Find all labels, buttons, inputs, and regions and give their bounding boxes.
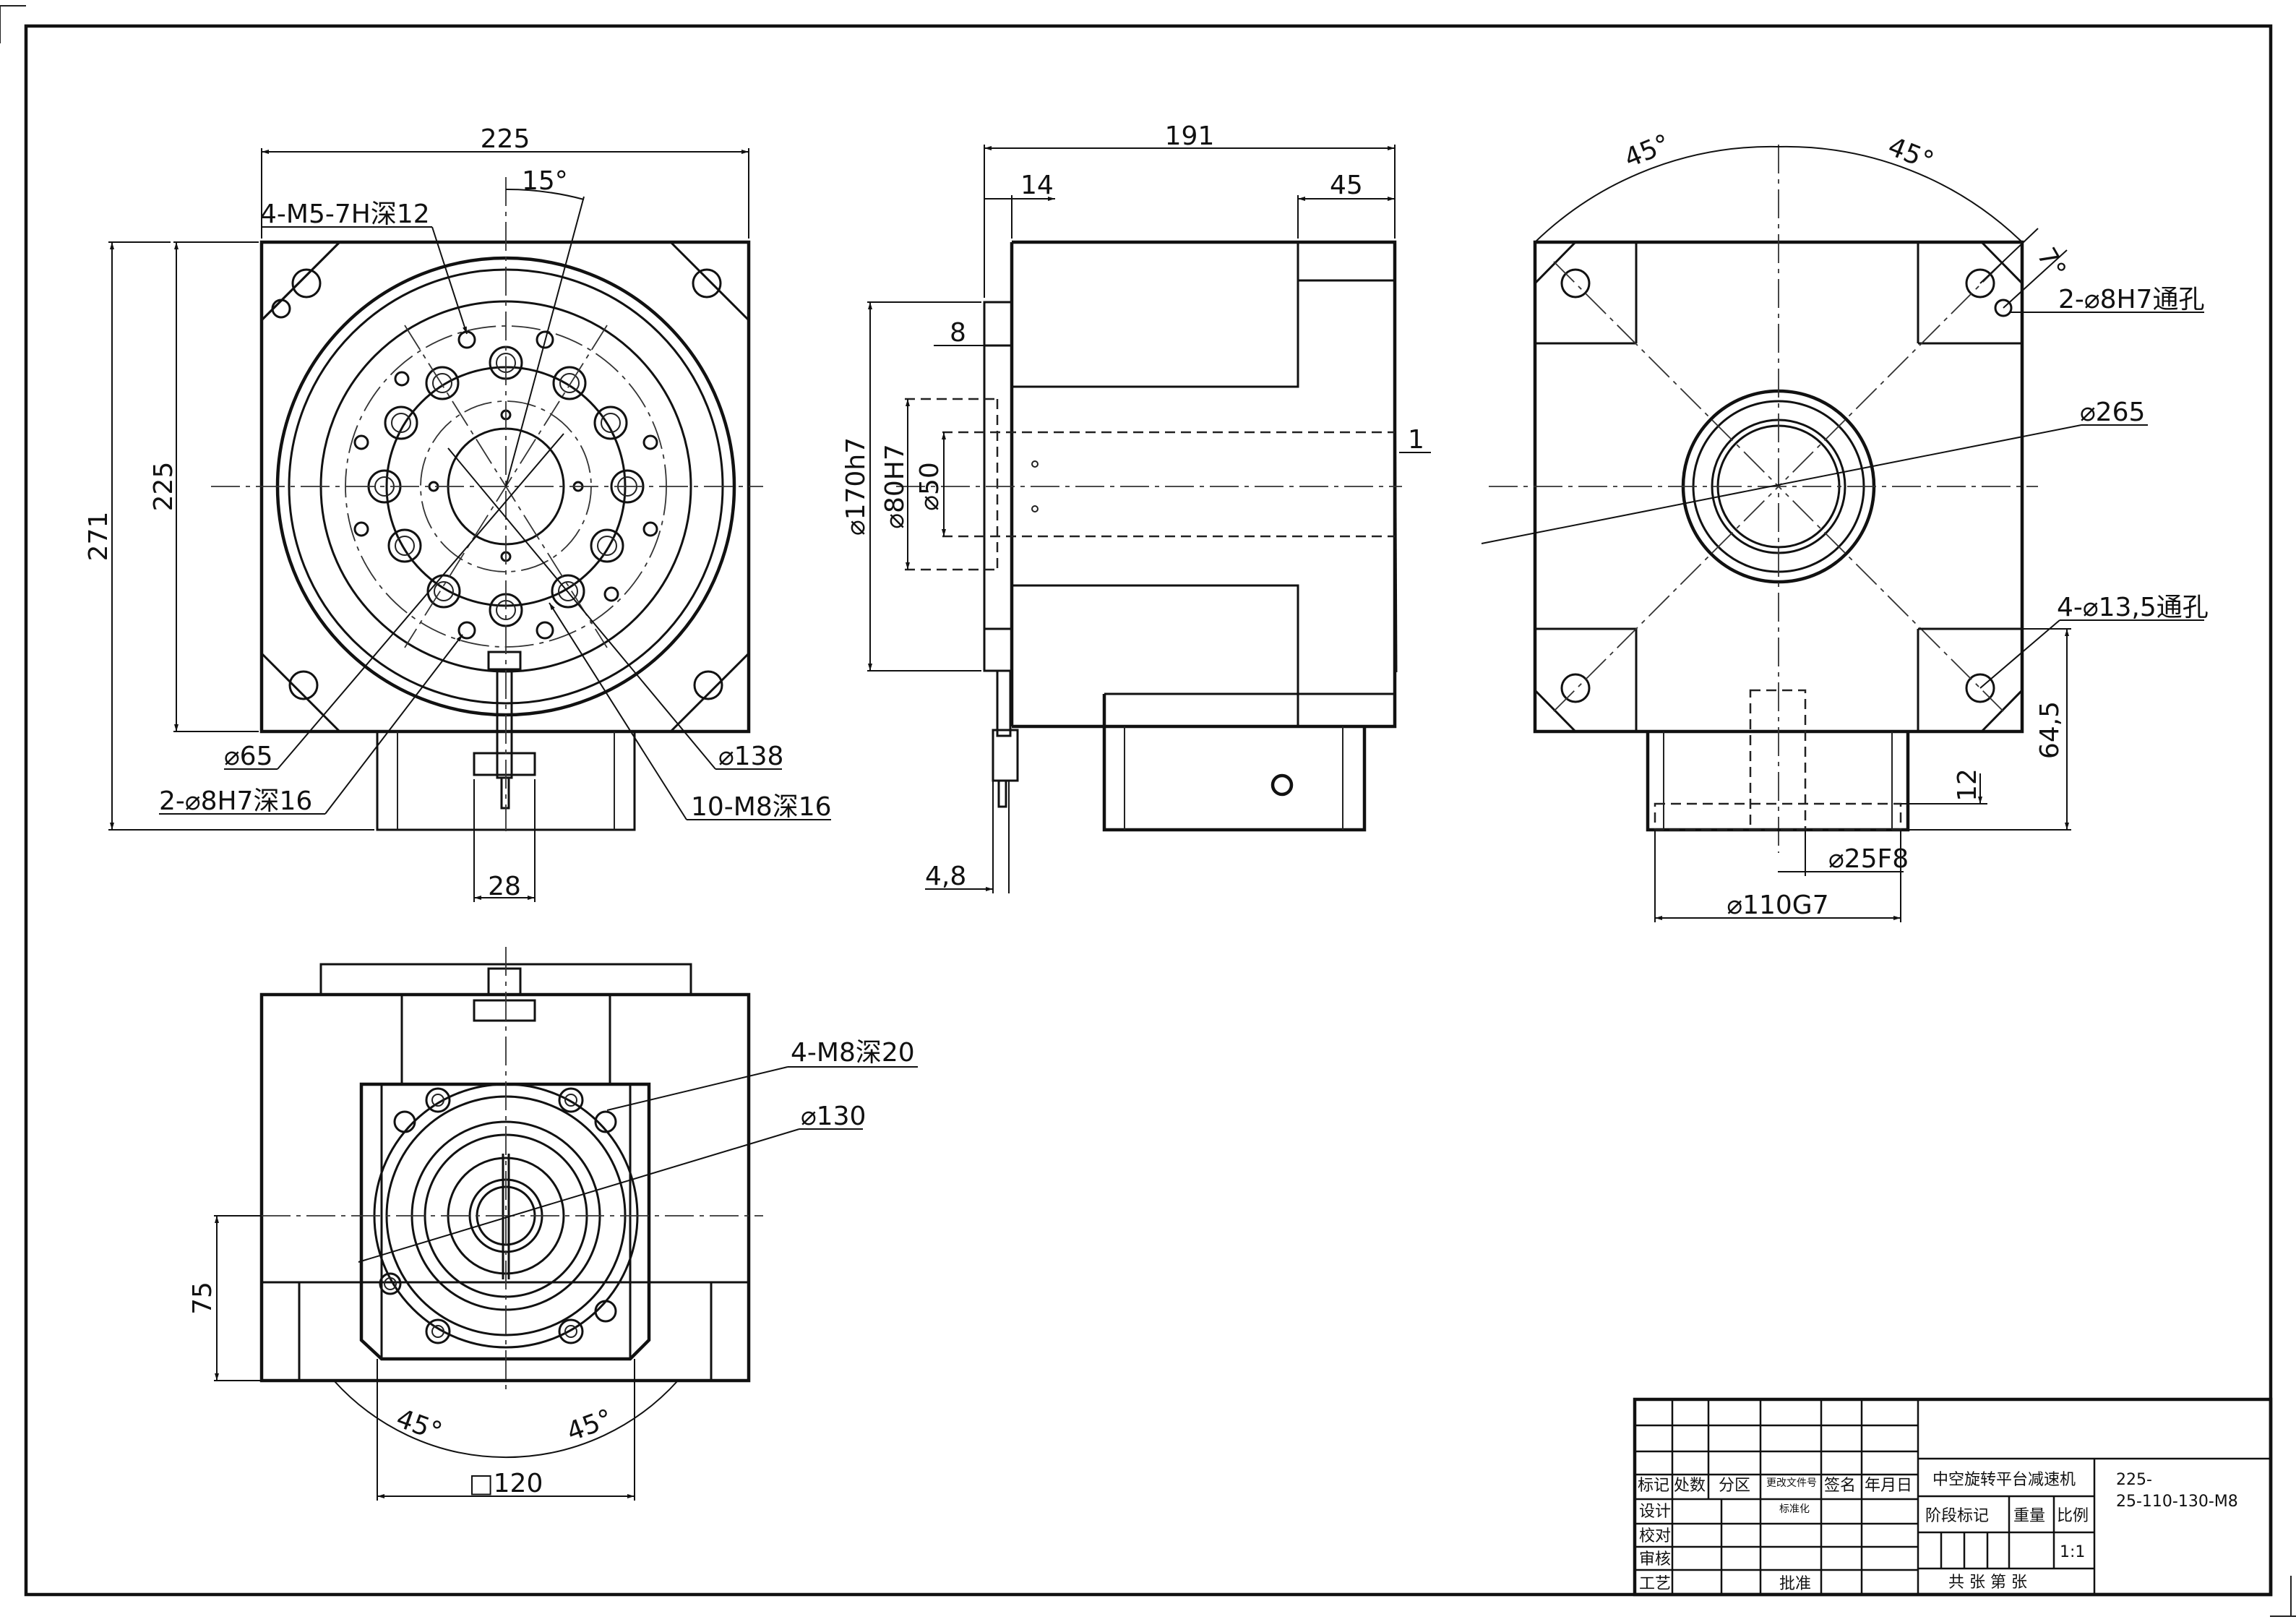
tb-h-sign: 签名 bbox=[1824, 1477, 1856, 1495]
front-dim-height-inner: 225 bbox=[149, 462, 179, 512]
side-dim-d50: ⌀50 bbox=[915, 462, 945, 510]
front-dim-height-outer: 271 bbox=[84, 512, 113, 562]
rear-callout-d265: ⌀265 bbox=[2080, 398, 2145, 427]
tb-stage: 阶段标记 bbox=[1925, 1507, 1989, 1525]
tb-h-change: 更改文件号 bbox=[1766, 1477, 1817, 1489]
tb-h-mark: 标记 bbox=[1638, 1477, 1669, 1495]
bottom-angle-left: 45° bbox=[392, 1404, 446, 1447]
front-bolt-holes bbox=[367, 346, 645, 627]
rear-callout-holes: 4-⌀13,5通孔 bbox=[2057, 593, 2209, 622]
tb-h-count: 处数 bbox=[1674, 1477, 1706, 1495]
front-callout-d65: ⌀65 bbox=[224, 742, 272, 771]
rear-dim-12: 12 bbox=[1953, 768, 1982, 802]
front-dim-width: 225 bbox=[481, 124, 530, 154]
side-dim-48: 4,8 bbox=[925, 862, 966, 891]
bottom-dim-square: □120 bbox=[469, 1469, 543, 1498]
tb-approve: 批准 bbox=[1779, 1575, 1811, 1593]
crop-marks bbox=[0, 5, 2296, 1617]
front-callout-m5: 4-M5-7H深12 bbox=[260, 199, 430, 229]
front-view: 225 15° 225 271 28 4-M5-7H深12 ⌀65 2-⌀8H7… bbox=[84, 124, 832, 902]
side-dim-1: 1 bbox=[1408, 425, 1424, 455]
front-callout-pin: 2-⌀8H7深16 bbox=[159, 786, 312, 816]
rear-dim-d25: ⌀25F8 bbox=[1828, 844, 1909, 874]
side-sensor bbox=[992, 669, 1019, 808]
tb-r-review: 审核 bbox=[1639, 1550, 1671, 1569]
front-callout-d138: ⌀138 bbox=[718, 742, 783, 771]
front-dim-angle: 15° bbox=[522, 166, 568, 196]
rear-angle-right: 45° bbox=[1884, 132, 1938, 176]
tb-h-date: 年月日 bbox=[1865, 1477, 1912, 1495]
side-dim-14: 14 bbox=[1020, 171, 1054, 200]
tb-weight: 重量 bbox=[2013, 1507, 2045, 1525]
tb-std: 标准化 bbox=[1779, 1503, 1810, 1515]
tb-r-process: 工艺 bbox=[1639, 1575, 1671, 1593]
tb-h-zone: 分区 bbox=[1719, 1477, 1750, 1495]
tb-drawing-no-2: 25-110-130-M8 bbox=[2116, 1493, 2238, 1511]
rear-dim-64: 64,5 bbox=[2035, 701, 2065, 759]
tb-product-name: 中空旋转平台减速机 bbox=[1932, 1471, 2076, 1489]
tb-drawing-no-1: 225- bbox=[2116, 1471, 2152, 1489]
front-sensor bbox=[473, 651, 536, 810]
rear-angle-left: 45° bbox=[1620, 129, 1674, 173]
bottom-dim-75: 75 bbox=[188, 1282, 218, 1315]
tb-scale-label: 比例 bbox=[2057, 1507, 2089, 1525]
front-callout-m8: 10-M8深16 bbox=[691, 792, 832, 822]
side-dim-d170: ⌀170h7 bbox=[841, 437, 871, 536]
title-block: 标记 处数 分区 更改文件号 签名 年月日 设计 校对 审核 工艺 标准化 批准… bbox=[1633, 1397, 2273, 1597]
rear-view: 45° 45° 7° 2-⌀8H7通孔 ⌀265 4-⌀13,5通孔 64,5 … bbox=[1481, 129, 2209, 922]
bottom-angle-right: 45° bbox=[563, 1404, 616, 1447]
bottom-callout-m8: 4-M8深20 bbox=[791, 1038, 915, 1068]
tb-scale: 1:1 bbox=[2060, 1543, 2085, 1561]
side-dim-45: 45 bbox=[1330, 171, 1363, 200]
side-dim-length: 191 bbox=[1165, 121, 1215, 151]
side-view: 191 14 45 8 1 ⌀170h7 ⌀80H7 ⌀50 4,8 bbox=[841, 121, 1431, 893]
bottom-view: 4-M8深20 ⌀130 75 45° 45° □120 bbox=[188, 947, 918, 1501]
drawing-border bbox=[24, 24, 2273, 1597]
tb-r-check: 校对 bbox=[1639, 1527, 1671, 1545]
front-dim-tab: 28 bbox=[488, 872, 521, 901]
rear-callout-pin: 2-⌀8H7通孔 bbox=[2058, 285, 2204, 314]
tb-r-design: 设计 bbox=[1639, 1503, 1671, 1521]
bottom-bolt-holes bbox=[379, 1087, 617, 1344]
bottom-callout-d130: ⌀130 bbox=[801, 1102, 866, 1131]
rear-dim-d110: ⌀110G7 bbox=[1727, 891, 1828, 920]
tb-sheets: 共 张 第 张 bbox=[1948, 1574, 2027, 1592]
side-dim-d80: ⌀80H7 bbox=[880, 444, 910, 528]
side-dim-8: 8 bbox=[950, 318, 966, 348]
